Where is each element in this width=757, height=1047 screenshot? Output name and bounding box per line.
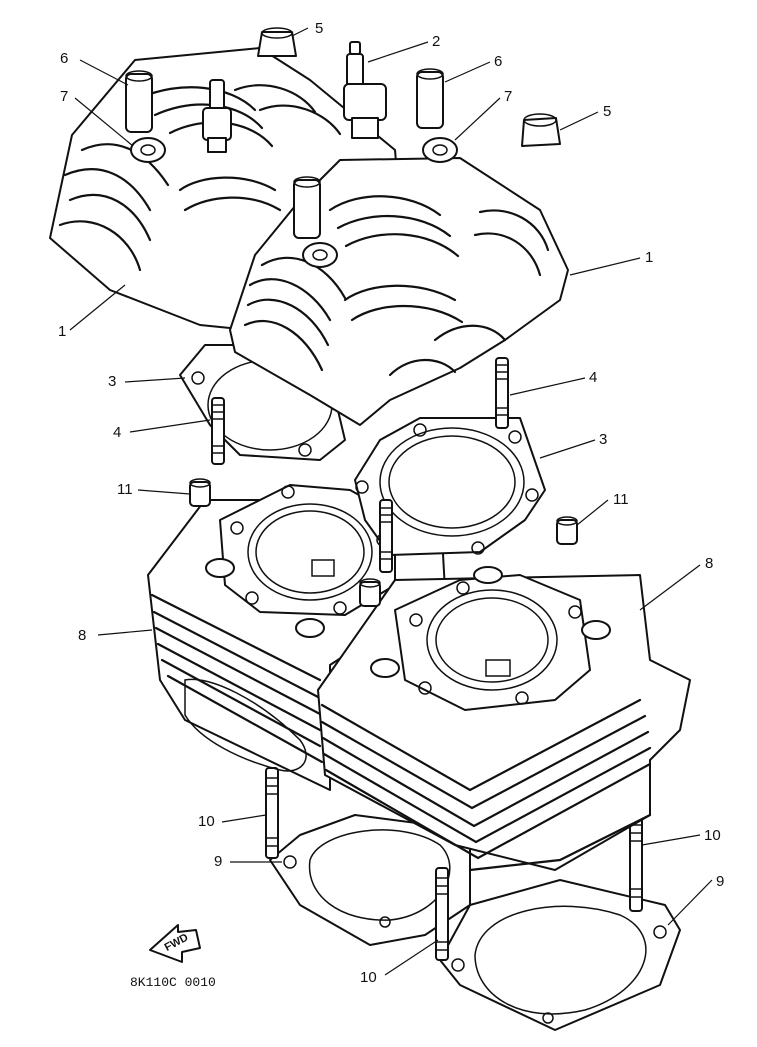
- callout-9-right: 9: [716, 873, 724, 890]
- dowel-pin-center: [359, 578, 381, 607]
- washer-center: [302, 242, 338, 268]
- callout-6-right: 6: [494, 53, 502, 70]
- callout-3-left: 3: [108, 373, 116, 390]
- head-spacer-left: [125, 70, 153, 133]
- base-gasket-right: [439, 879, 681, 1031]
- callout-7-left: 7: [60, 88, 68, 105]
- callout-9-left: 9: [214, 853, 222, 870]
- forward-arrow-icon: FWD: [149, 924, 201, 963]
- flange-nut-right: [521, 113, 561, 147]
- cylinder-block-rear: [147, 484, 446, 791]
- flange-nut-left: [257, 27, 297, 57]
- callout-11-left: 11: [117, 481, 133, 498]
- callout-2: 2: [432, 33, 440, 50]
- callout-10-right: 10: [704, 827, 721, 844]
- head-spacer-right: [416, 68, 444, 129]
- callout-3-right: 3: [599, 431, 607, 448]
- washer-left: [130, 137, 166, 163]
- dowel-pin-left: [189, 478, 211, 507]
- dowel-pin-right: [556, 516, 578, 545]
- stud-bolt-rear-left: [265, 767, 279, 859]
- short-stud-center: [379, 499, 393, 573]
- head-spacer-center: [293, 176, 321, 239]
- callout-6-left: 6: [60, 50, 68, 67]
- callout-4-right: 4: [589, 369, 597, 386]
- figure-code: 8K110C 0010: [130, 975, 216, 990]
- callout-5-top: 5: [315, 20, 323, 37]
- callout-11-right: 11: [613, 491, 629, 508]
- callout-10-left: 10: [198, 813, 215, 830]
- callout-1-right: 1: [645, 249, 653, 266]
- leader-lines: [69, 27, 713, 976]
- callout-5-right: 5: [603, 103, 611, 120]
- callout-7-right: 7: [504, 88, 512, 105]
- stud-bolt-front-right: [629, 814, 643, 912]
- short-stud-right: [495, 357, 509, 429]
- callout-10-bottom: 10: [360, 969, 377, 986]
- cylinder-block-front: [317, 566, 691, 872]
- head-gasket-front: [354, 417, 546, 556]
- stud-bolt-front-center: [435, 867, 449, 961]
- callout-4-left: 4: [113, 424, 121, 441]
- spark-plug-front: [343, 41, 387, 139]
- callout-1-left: 1: [58, 323, 66, 340]
- short-stud-left: [211, 397, 225, 465]
- washer-right: [422, 137, 458, 163]
- spark-plug-rear: [202, 79, 232, 153]
- callout-numbers: 5 6 7 2 6 7 5 1 1 3 4 4 3 11 11 8 8 10 1…: [58, 20, 724, 986]
- callout-8-left: 8: [78, 627, 86, 644]
- callout-8-right: 8: [705, 555, 713, 572]
